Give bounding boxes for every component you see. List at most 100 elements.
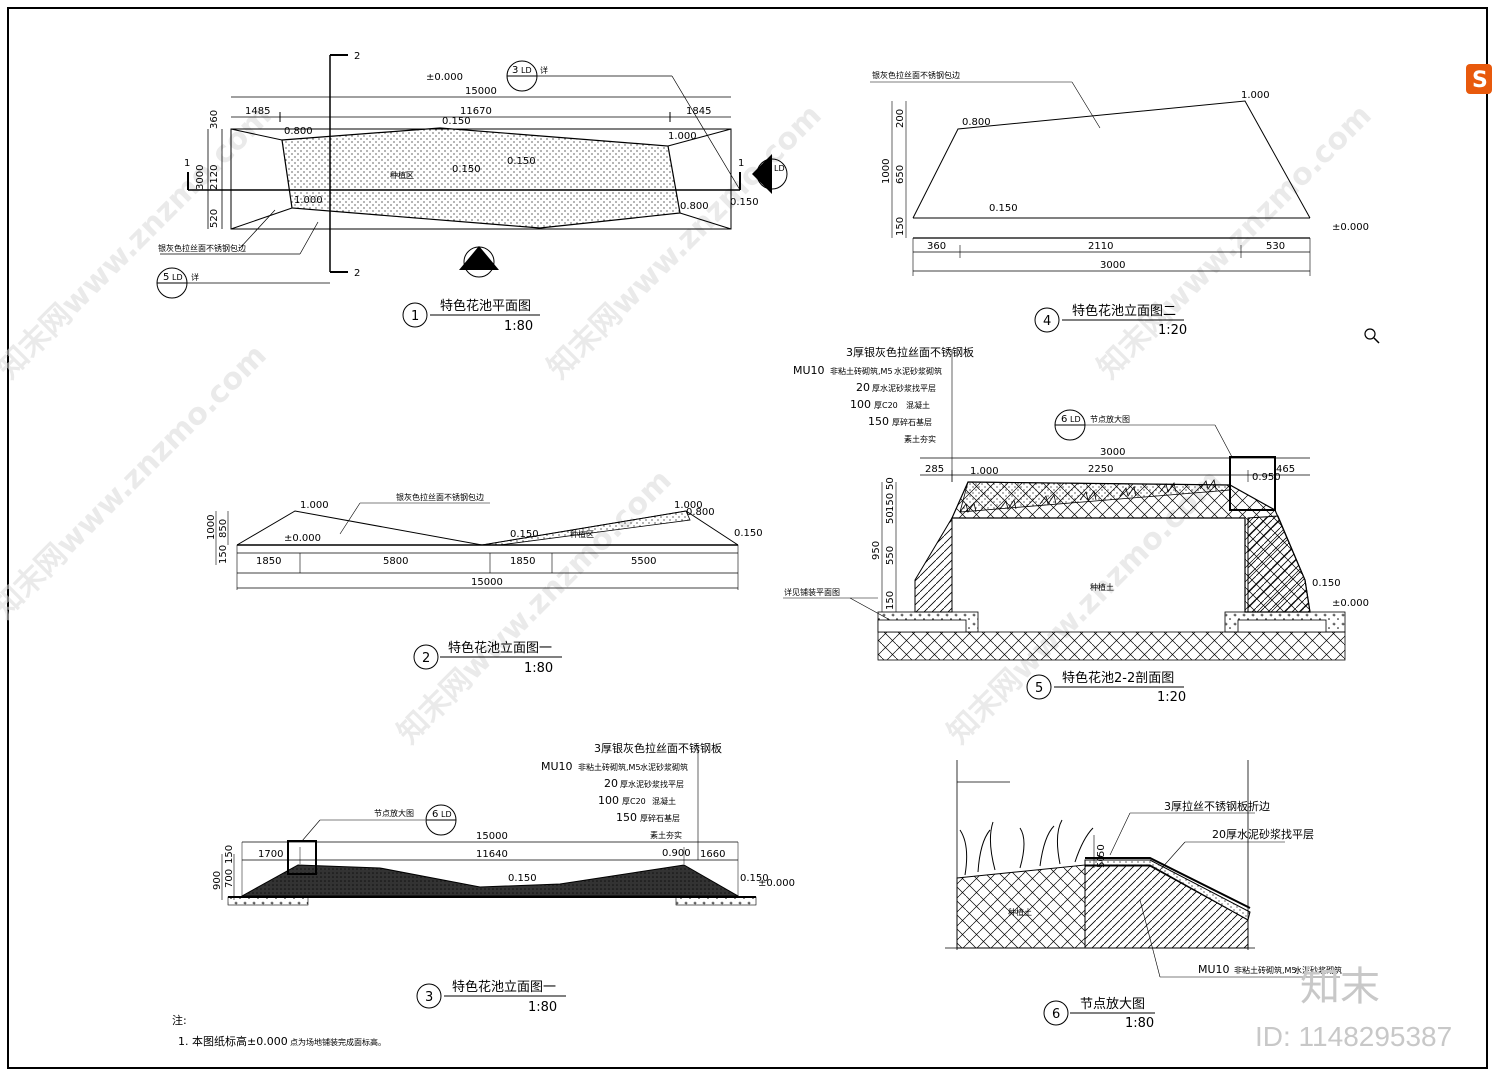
svg-text:厚C20: 厚C20 bbox=[874, 401, 898, 410]
view-number-circle bbox=[1034, 307, 1060, 333]
ref-bubble-2: 2 bbox=[470, 258, 476, 269]
magnifier-icon[interactable] bbox=[1364, 328, 1380, 344]
svg-text:50: 50 bbox=[885, 477, 896, 490]
ref-bubble-5: 5 bbox=[163, 272, 169, 283]
svg-text:50: 50 bbox=[885, 511, 896, 524]
elevation-mark: 0.800 bbox=[680, 201, 709, 212]
elevation-mark: 0.950 bbox=[1252, 472, 1281, 483]
elevation-1-view: 1850 5800 1850 5500 15000 1000 850 150 1… bbox=[206, 492, 763, 676]
fill-label: 种植区 bbox=[390, 170, 414, 180]
svg-text:700: 700 bbox=[224, 869, 235, 888]
svg-text:100: 100 bbox=[598, 794, 619, 807]
dim-text: 1845 bbox=[686, 106, 711, 117]
elevation-mark: 0.150 bbox=[442, 116, 471, 127]
svg-text:1000: 1000 bbox=[206, 515, 217, 540]
dim-text: 15000 bbox=[476, 831, 508, 842]
sheet-border bbox=[7, 7, 1488, 1069]
node-label: MU10 bbox=[1198, 963, 1230, 976]
svg-text:种植区: 种植区 bbox=[570, 529, 594, 539]
elevation-mark: ±0.000 bbox=[426, 72, 463, 83]
svg-text:150: 150 bbox=[218, 545, 229, 564]
ref-bubble-4: 4 bbox=[764, 163, 770, 174]
svg-text:3厚银灰色拉丝面不锈钢板: 3厚银灰色拉丝面不锈钢板 bbox=[594, 741, 722, 755]
view-scale: 1:80 bbox=[1125, 1016, 1154, 1031]
dim-text: 2110 bbox=[1088, 241, 1113, 252]
svg-text:详: 详 bbox=[191, 272, 199, 282]
dim-text: 360 bbox=[927, 241, 946, 252]
dim-text: 465 bbox=[1276, 464, 1295, 475]
svg-text:种植土: 种植土 bbox=[1008, 907, 1032, 917]
dim-text: 3000 bbox=[1100, 447, 1125, 458]
dim-text: 530 bbox=[1266, 241, 1285, 252]
svg-text:100: 100 bbox=[850, 398, 871, 411]
svg-text:MU10: MU10 bbox=[541, 760, 573, 773]
svg-text:2: 2 bbox=[422, 651, 430, 666]
node-label: 20厚水泥砂浆找平层 bbox=[1212, 827, 1314, 841]
section-5-view: 种植土 3000 285 2250 465 50 150 50 950 550 … bbox=[783, 345, 1369, 705]
view-scale: 1:80 bbox=[504, 319, 533, 334]
svg-text:850: 850 bbox=[218, 519, 229, 538]
svg-text:LD: LD bbox=[481, 259, 492, 268]
svg-text:混凝土: 混凝土 bbox=[906, 400, 930, 410]
elevation-mark: 1.000 bbox=[300, 500, 329, 511]
elevation-mark: 1.000 bbox=[674, 500, 703, 511]
svg-text:节点放大图: 节点放大图 bbox=[1090, 414, 1130, 424]
svg-text:550: 550 bbox=[885, 546, 896, 565]
elevation-mark: 0.800 bbox=[686, 507, 715, 518]
svg-text:1: 1 bbox=[411, 309, 419, 324]
elevation-mark: 0.150 bbox=[734, 528, 763, 539]
elevation-mark: 0.150 bbox=[730, 197, 759, 208]
svg-text:200: 200 bbox=[895, 109, 906, 128]
material-callout: 银灰色拉丝面不锈钢包边 bbox=[396, 492, 484, 502]
section-mark: 2 bbox=[354, 51, 360, 62]
material-callout: 银灰色拉丝面不锈钢包边 bbox=[158, 243, 246, 253]
node-label: 3厚拉丝不锈钢板折边 bbox=[1164, 799, 1270, 813]
elevation-mark: ±0.000 bbox=[758, 878, 795, 889]
dim-text: 285 bbox=[925, 464, 944, 475]
view-title: 特色花池立面图一 bbox=[448, 640, 552, 656]
view-number-circle bbox=[1026, 674, 1052, 700]
view-title: 特色花池2-2剖面图 bbox=[1062, 670, 1174, 686]
svg-text:50: 50 bbox=[1096, 855, 1107, 868]
dim-text: 520 bbox=[209, 209, 220, 228]
svg-text:4: 4 bbox=[1043, 314, 1051, 329]
elevation-mark: ±0.000 bbox=[1332, 222, 1369, 233]
svg-text:详见铺装平面图: 详见铺装平面图 bbox=[784, 587, 840, 597]
id-watermark: ID: 1148295387 bbox=[1255, 1021, 1452, 1052]
elevation-mark: 0.150 bbox=[510, 529, 539, 540]
svg-text:900: 900 bbox=[212, 871, 223, 890]
dim-text: 1660 bbox=[700, 849, 725, 860]
view-scale: 1:20 bbox=[1157, 690, 1186, 705]
svg-text:水泥砂浆砌筑: 水泥砂浆砌筑 bbox=[640, 762, 688, 772]
dim-text: 11640 bbox=[476, 849, 508, 860]
svg-text:S: S bbox=[1472, 68, 1488, 93]
watermark-text: 知末网www.znzmo.com bbox=[391, 463, 679, 751]
view-number-circle bbox=[416, 983, 442, 1009]
elevation-mark: 0.150 bbox=[452, 164, 481, 175]
notes-line: 1. 本图纸标高±0.000 bbox=[178, 1034, 288, 1048]
svg-text:节点放大图: 节点放大图 bbox=[374, 808, 414, 818]
node-detail-view: 种植土 50 50 3厚拉丝不锈钢板折边 20厚水泥砂浆找平层 MU10 非粘土… bbox=[945, 760, 1342, 1031]
section-mark: 1 bbox=[184, 158, 190, 169]
dim-text: 360 bbox=[209, 110, 220, 129]
svg-text:详: 详 bbox=[540, 65, 548, 75]
ref-bubble-3: 3 bbox=[512, 65, 518, 76]
svg-text:50: 50 bbox=[1096, 844, 1107, 857]
view-scale: 1:80 bbox=[524, 661, 553, 676]
svg-text:非粘土砖砌筑,M5: 非粘土砖砌筑,M5 bbox=[830, 366, 893, 376]
notes-block: 注: 1. 本图纸标高±0.000 点为场地铺装完成面标高。 bbox=[172, 1013, 386, 1048]
svg-text:非粘土砖砌筑,M5: 非粘土砖砌筑,M5 bbox=[578, 762, 641, 772]
node-detail-box bbox=[1229, 456, 1276, 511]
view-title: 特色花池平面图 bbox=[440, 298, 531, 314]
svg-text:非粘土砖砌筑,M5: 非粘土砖砌筑,M5 bbox=[1234, 965, 1297, 975]
svg-text:厚碎石基层: 厚碎石基层 bbox=[640, 813, 680, 823]
elevation-mark: 0.800 bbox=[962, 117, 991, 128]
elevation-mark: 1.000 bbox=[970, 466, 999, 477]
elevation-mark: 0.150 bbox=[740, 873, 769, 884]
svg-text:20: 20 bbox=[856, 381, 870, 394]
elevation-3-view: 15000 1700 11640 1660 900 700 150 0.900 … bbox=[212, 741, 795, 1015]
svg-text:150: 150 bbox=[616, 811, 637, 824]
elevation-mark: 1.000 bbox=[1241, 90, 1270, 101]
plan-view: 1 1 2 2 15000 1485 11670 1845 360 2120 3… bbox=[156, 51, 788, 334]
